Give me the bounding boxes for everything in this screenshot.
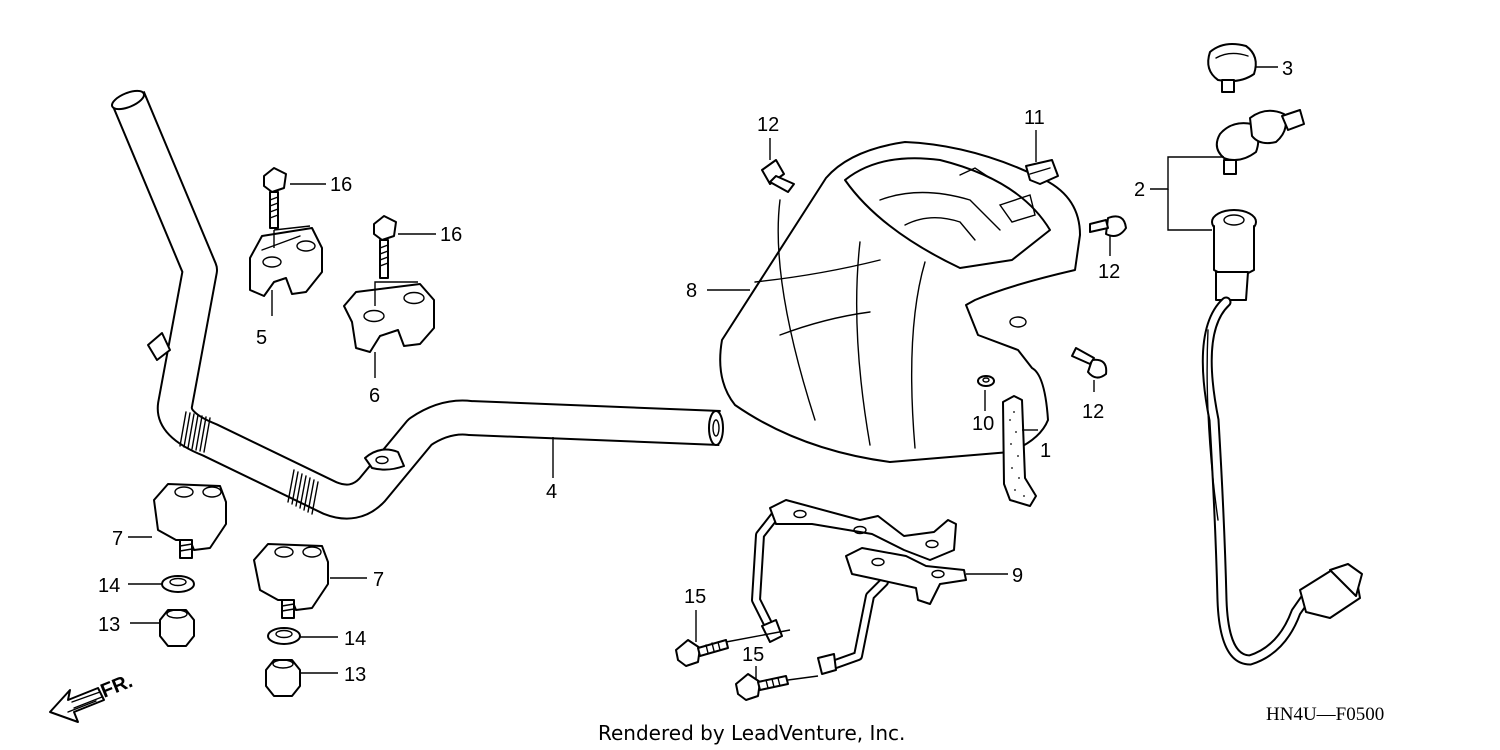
- callout-1: 1: [1040, 440, 1051, 462]
- callout-16b: 16: [440, 224, 462, 246]
- callout-2: 2: [1134, 179, 1145, 201]
- upper-holder-part-5[interactable]: [249, 227, 323, 297]
- callout-15a: 15: [684, 586, 706, 608]
- callout-4: 4: [546, 481, 557, 503]
- callout-6: 6: [369, 385, 380, 407]
- callout-3: 3: [1282, 58, 1293, 80]
- credit-text: Rendered by LeadVenture, Inc.: [598, 721, 905, 745]
- callout-7a: 7: [112, 528, 123, 550]
- lower-holder-part-7b[interactable]: [253, 543, 329, 619]
- clip-nut-part-11[interactable]: [1025, 159, 1059, 185]
- arrow-icon: [49, 687, 105, 723]
- callout-14b: 14: [344, 628, 366, 650]
- flange-bolt-part-15a[interactable]: [675, 639, 729, 667]
- callout-15b: 15: [742, 644, 764, 666]
- hose-part-1[interactable]: [1002, 395, 1037, 507]
- callout-13b: 13: [344, 664, 366, 686]
- callout-11: 11: [1024, 107, 1045, 129]
- callout-12c: 12: [1082, 401, 1104, 423]
- flange-nut-part-13b[interactable]: [265, 659, 301, 697]
- washer-part-14a[interactable]: [161, 575, 195, 593]
- callout-14a: 14: [98, 575, 120, 597]
- key-part-3[interactable]: [1207, 43, 1257, 93]
- screw-part-12b[interactable]: [1089, 215, 1127, 237]
- flange-bolt-part-16b[interactable]: [373, 215, 397, 279]
- lower-holder-part-7a[interactable]: [153, 483, 227, 559]
- handlebar-cover-part-8[interactable]: [719, 141, 1081, 463]
- cover-stay-part-9[interactable]: [751, 499, 967, 675]
- callout-8: 8: [686, 280, 697, 302]
- upper-holder-part-6[interactable]: [343, 283, 435, 353]
- callout-12b: 12: [1098, 261, 1120, 283]
- callout-5: 5: [256, 327, 267, 349]
- callout-13a: 13: [98, 614, 120, 636]
- front-direction-arrow: FR.: [49, 670, 136, 723]
- callout-7b: 7: [373, 569, 384, 591]
- leader-lines: [128, 66, 1278, 681]
- callout-12a: 12: [757, 114, 779, 136]
- screw-part-12a[interactable]: [761, 159, 795, 193]
- flange-nut-part-13a[interactable]: [159, 609, 195, 647]
- flange-bolt-part-15b[interactable]: [735, 673, 789, 701]
- callout-9: 9: [1012, 565, 1023, 587]
- callout-10: 10: [972, 413, 994, 435]
- front-marker-label: FR.: [98, 670, 136, 702]
- screw-part-12c[interactable]: [1071, 347, 1108, 379]
- callout-16a: 16: [330, 174, 352, 196]
- handlebar-part-4[interactable]: [110, 87, 724, 520]
- flange-bolt-part-16a[interactable]: [263, 167, 287, 229]
- washer-part-14b[interactable]: [267, 627, 301, 645]
- diagram-code: HN4U—F0500: [1266, 704, 1384, 725]
- callout-labels: 1 2 3 4 5 6 7 7 8 9 10 11 12 12 12 13 13…: [98, 58, 1293, 686]
- ignition-switch-part-2[interactable]: [1201, 109, 1363, 666]
- grommet-part-10[interactable]: [977, 375, 995, 387]
